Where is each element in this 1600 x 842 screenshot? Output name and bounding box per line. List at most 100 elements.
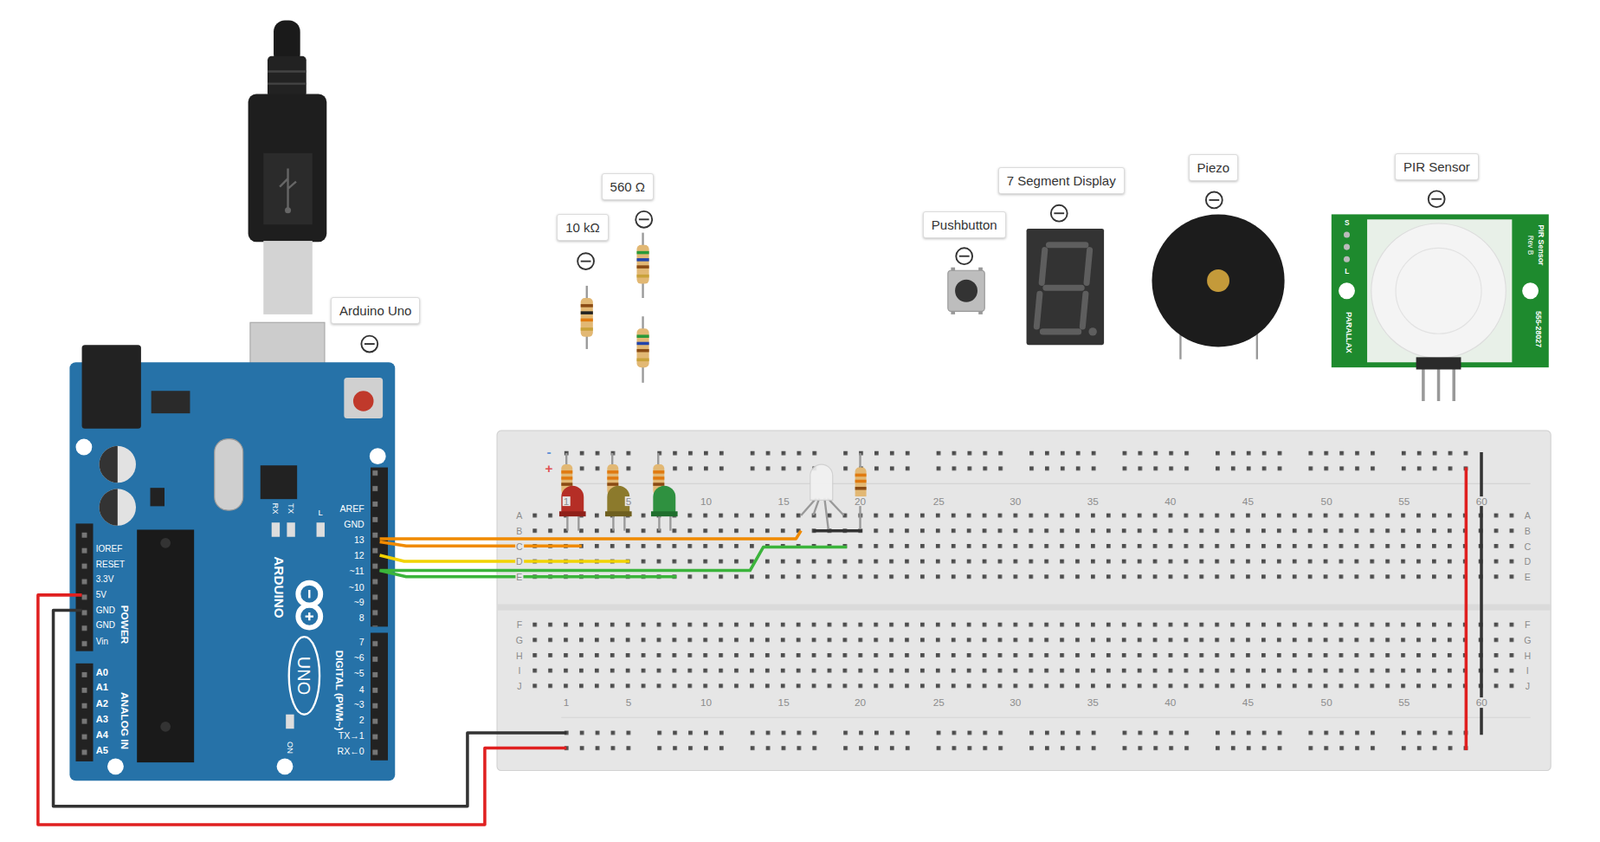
grid-label: 15: [777, 696, 791, 708]
pin-label: A3: [96, 714, 109, 724]
pin-label: ~6: [354, 652, 365, 663]
breadboard: [496, 430, 1551, 770]
callout-box: 560 Ω: [601, 173, 654, 200]
pin-label: TX→1: [338, 729, 365, 740]
piezo: [1151, 213, 1284, 359]
pin-label: RESET: [96, 560, 125, 569]
pin-label: ~10: [348, 581, 365, 592]
pin-label: ANALOG IN: [119, 691, 130, 749]
grid-label: H: [515, 650, 524, 660]
pin-label: 13: [354, 535, 365, 545]
grid-label: G: [1522, 635, 1532, 646]
grid-label: 30: [1008, 696, 1022, 708]
breadboard-parts: [559, 452, 867, 531]
pin-label: TX: [286, 503, 295, 514]
grid-label: D: [1522, 556, 1532, 567]
part-name: 560 Ω: [610, 179, 646, 194]
pin-label: UNO: [295, 656, 313, 695]
pin-label: A2: [96, 699, 109, 710]
resistor-560: [636, 232, 649, 383]
pin-label: 8: [359, 612, 365, 623]
pin-label: A1: [96, 683, 109, 693]
grid-label: 55: [1397, 496, 1411, 507]
grid-label: +: [544, 461, 555, 475]
grid-label: 50: [1320, 496, 1334, 507]
pin-label: 4: [359, 683, 365, 694]
grid-label: 25: [932, 496, 946, 507]
callout-box: 10 kΩ: [556, 213, 609, 241]
grid-label: J: [516, 681, 523, 691]
pir-sensor: [1331, 213, 1549, 401]
grid-label: 35: [1086, 696, 1100, 708]
callout-box: Pushbutton: [922, 211, 1007, 239]
grid-label: I: [516, 665, 522, 676]
pin-label: A4: [96, 729, 109, 740]
pin-label: GND: [96, 606, 116, 615]
pin-label: A0: [96, 667, 109, 678]
part-name: Pushbutton: [931, 217, 998, 233]
pin-label: 2: [359, 715, 365, 725]
grid-label: G: [515, 635, 524, 646]
pin-label: S: [1344, 219, 1350, 227]
pin-label: RX←0: [337, 746, 365, 756]
grid-label: I: [1525, 665, 1530, 676]
part-name: PIR Sensor: [1403, 159, 1471, 175]
grid-label: C: [515, 541, 524, 551]
grid-label: 40: [1163, 696, 1177, 708]
callout-handles: [361, 190, 1445, 352]
grid-label: 55: [1397, 696, 1411, 708]
pin-label: 7: [359, 637, 365, 647]
grid-label: 45: [1241, 696, 1255, 708]
callout-box: 7 Segment Display: [998, 167, 1125, 194]
pin-label: 5V: [96, 590, 107, 600]
pin-label: 3.3V: [96, 574, 115, 584]
pin-label: POWER: [119, 605, 130, 644]
grid-label: 1: [562, 696, 571, 708]
pin-label: L: [317, 508, 323, 517]
grid-label: A: [1523, 510, 1532, 521]
pin-label: IOREF: [96, 544, 123, 554]
resistor-10k: [580, 285, 594, 349]
grid-label: -: [546, 445, 553, 459]
pin-label: ~5: [354, 667, 365, 678]
pin-label: ~9: [354, 597, 365, 607]
pin-label: 555-28027: [1535, 309, 1543, 347]
grid-label: E: [515, 572, 523, 582]
pin-label: Vin: [96, 637, 109, 646]
callout-box: PIR Sensor: [1394, 153, 1479, 181]
grid-label: 45: [1241, 496, 1255, 507]
pin-label: ~3: [354, 699, 365, 710]
part-name: 10 kΩ: [565, 219, 600, 235]
grid-label: 60: [1475, 696, 1489, 708]
pin-label: ~11: [349, 566, 365, 576]
pushbutton: [948, 267, 985, 315]
grid-label: C: [1522, 541, 1532, 551]
grid-label: 15: [777, 496, 791, 507]
grid-label: 50: [1320, 696, 1334, 708]
grid-label: 5: [625, 696, 633, 708]
grid-label: 60: [1475, 496, 1489, 507]
grid-label: 25: [932, 696, 946, 708]
pin-label: 12: [354, 550, 365, 561]
pin-label: AREF: [339, 503, 364, 514]
callout-box: Piezo: [1188, 154, 1239, 181]
grid-label: J: [1524, 681, 1531, 691]
grid-label: 10: [699, 696, 713, 708]
grid-label: 1: [562, 496, 571, 507]
part-name: Piezo: [1197, 160, 1231, 175]
pin-label: DIGITAL (PWM~): [335, 649, 346, 730]
pin-label: ARDUINO: [271, 555, 285, 618]
grid-label: H: [1522, 650, 1532, 660]
grid-label: F: [516, 619, 523, 630]
pin-label: GND: [96, 620, 116, 630]
grid-label: 20: [853, 696, 867, 708]
pin-label: Rev B: [1526, 235, 1534, 255]
part-name: 7 Segment Display: [1006, 173, 1117, 188]
grid-label: E: [1523, 572, 1532, 582]
pin-label: ON: [285, 741, 294, 754]
pin-label: RX: [270, 502, 279, 514]
grid-label: 5: [625, 496, 633, 507]
grid-label: 10: [699, 496, 713, 507]
